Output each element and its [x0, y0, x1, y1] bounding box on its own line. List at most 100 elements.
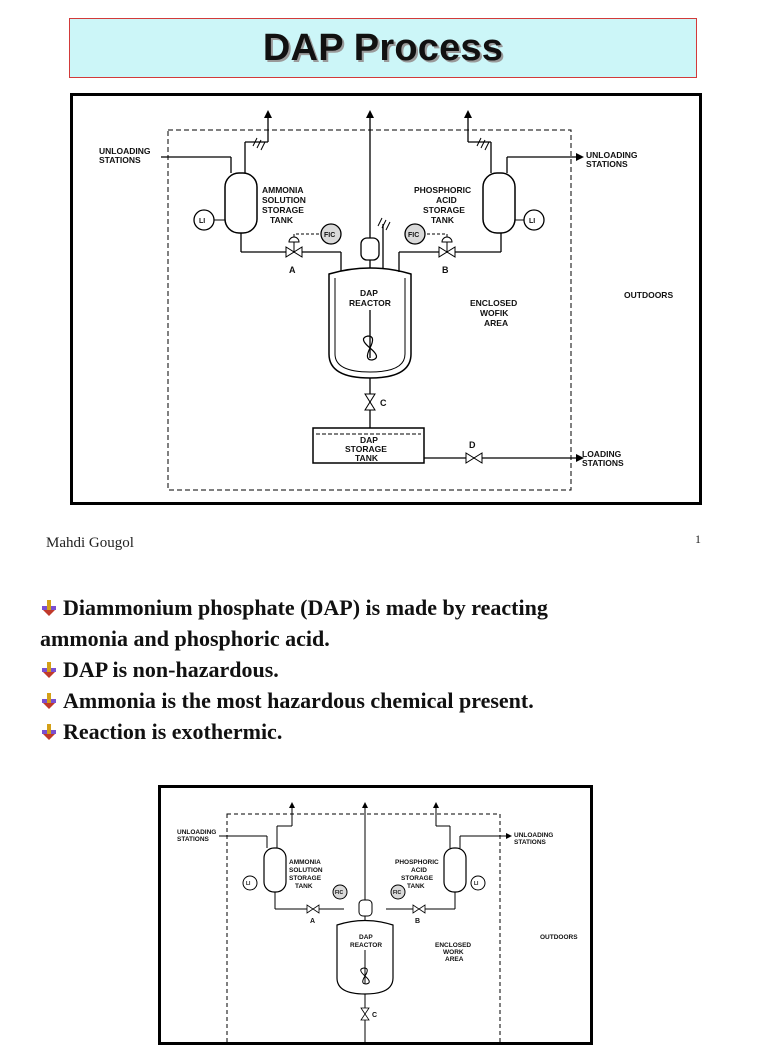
- valve-a-label: A: [289, 265, 296, 275]
- level-indicator-right: [470, 875, 486, 891]
- valve-b-icon: [438, 246, 448, 258]
- unloading-left-label-2: STATIONS: [99, 155, 141, 165]
- valve-b-icon: [412, 904, 420, 914]
- bullet-item: Ammonia is the most hazardous chemical p…: [40, 685, 740, 716]
- valve-b-icon: [446, 246, 456, 258]
- bullet-item: Diammonium phosphate (DAP) is made by re…: [40, 592, 740, 623]
- li-label-left: LI: [246, 881, 251, 887]
- ammonia-tank-label-3: STORAGE: [289, 875, 322, 882]
- valve-c-label: C: [372, 1012, 377, 1019]
- down-arrow-bullet-icon: [42, 693, 56, 709]
- process-diagram-svg: UNLOADING STATIONS AMMONIA SOLUTION STOR…: [99, 110, 673, 491]
- ammonia-tank-label-2: SOLUTION: [289, 867, 323, 874]
- valve-d-icon: [473, 452, 483, 464]
- valve-a-icon: [306, 904, 314, 914]
- valve-c-icon: [360, 1013, 370, 1021]
- arrow-right-icon: [506, 833, 512, 839]
- bullet-list: Diammonium phosphate (DAP) is made by re…: [40, 592, 740, 747]
- bullet-item: DAP is non-hazardous.: [40, 654, 740, 685]
- valve-a-label: A: [310, 918, 315, 925]
- arrow-up-icon: [289, 802, 295, 808]
- phosphoric-tank-label: PHOSPHORIC: [395, 859, 439, 866]
- down-arrow-bullet-icon: [42, 600, 56, 616]
- bullet-text: Ammonia is the most hazardous chemical p…: [63, 688, 534, 713]
- loading-label: LOADING: [582, 449, 622, 459]
- level-indicator-left: [242, 875, 258, 891]
- phosphoric-acid-tank: [482, 172, 516, 234]
- arrow-up-icon: [464, 110, 472, 118]
- storage-tank-label-2: STORAGE: [345, 444, 387, 454]
- enclosed-area-label-2: WOFIK: [480, 308, 509, 318]
- bullet-item: Reaction is exothermic.: [40, 716, 740, 747]
- ammonia-tank-label: AMMONIA: [289, 859, 321, 866]
- phosphoric-tank-label-3: STORAGE: [423, 205, 465, 215]
- flow-controller-right: [404, 223, 426, 245]
- ammonia-tank-label-4: TANK: [295, 883, 313, 890]
- enclosed-area-boundary: [226, 813, 501, 1042]
- unloading-right-label: UNLOADING: [586, 150, 638, 160]
- li-label-right: LI: [529, 218, 535, 225]
- author-name: Mahdi Gougol: [46, 535, 134, 551]
- outdoors-label: OUTDOORS: [624, 290, 673, 300]
- phosphoric-tank-label-4: TANK: [431, 215, 455, 225]
- valve-b-label: B: [442, 265, 449, 275]
- flow-controller-left: [332, 884, 348, 900]
- reactor-label: DAP: [360, 288, 378, 298]
- hatch-icon: [476, 137, 490, 151]
- li-label-left: LI: [199, 218, 205, 225]
- impeller-icon: [362, 335, 378, 361]
- enclosed-area-label-3: AREA: [484, 318, 508, 328]
- unloading-left-label-2: STATIONS: [177, 836, 210, 843]
- reactor-label: DAP: [359, 934, 373, 941]
- actuator-icon: [441, 236, 453, 243]
- valve-b-label: B: [415, 918, 420, 925]
- fic-label-right: FIC: [408, 232, 419, 239]
- arrow-up-icon: [433, 802, 439, 808]
- storage-tank-label: DAP: [360, 435, 378, 445]
- valve-c-icon: [360, 1007, 370, 1015]
- valve-c-label: C: [380, 398, 387, 408]
- ammonia-tank: [224, 172, 258, 234]
- enclosed-area-label: ENCLOSED: [470, 298, 517, 308]
- hatch-icon: [377, 217, 391, 231]
- page-number: 1: [695, 532, 701, 546]
- actuator-icon: [288, 236, 300, 243]
- fic-label-left: FIC: [335, 890, 343, 896]
- outdoors-label: OUTDOORS: [540, 934, 578, 941]
- valve-b-icon: [418, 904, 426, 914]
- valve-c-icon: [364, 401, 376, 411]
- agitator-motor: [358, 899, 373, 917]
- enclosed-area-label-2: WORK: [443, 949, 464, 956]
- reactor-label-2: REACTOR: [349, 298, 391, 308]
- flow-controller-left: [320, 223, 342, 245]
- reactor-label-2: REACTOR: [350, 942, 382, 949]
- fic-label-right: FIC: [393, 890, 401, 896]
- valve-a-icon: [293, 246, 303, 258]
- impeller-icon: [360, 967, 370, 985]
- unloading-left-label: UNLOADING: [177, 829, 216, 836]
- bullet-text: DAP is non-hazardous.: [63, 657, 279, 682]
- valve-c-icon: [364, 393, 376, 403]
- loading-label-2: STATIONS: [582, 458, 624, 468]
- hatch-icon: [252, 137, 266, 151]
- process-diagram-repeat: UNLOADING STATIONS AMMONIA SOLUTION STOR…: [158, 785, 593, 1045]
- ammonia-tank-label: AMMONIA: [262, 185, 304, 195]
- phosphoric-tank-label-3: STORAGE: [401, 875, 434, 882]
- down-arrow-bullet-icon: [42, 724, 56, 740]
- unloading-right-label: UNLOADING: [514, 832, 553, 839]
- valve-a-icon: [312, 904, 320, 914]
- enclosed-area-label: ENCLOSED: [435, 942, 471, 949]
- process-diagram-repeat-svg: UNLOADING STATIONS AMMONIA SOLUTION STOR…: [177, 802, 578, 1042]
- phosphoric-tank-label-2: ACID: [411, 867, 427, 874]
- valve-d-icon: [465, 452, 475, 464]
- signal-line: [426, 233, 448, 237]
- unloading-right-label-2: STATIONS: [586, 159, 628, 169]
- dap-storage-tank: [312, 427, 425, 464]
- phosphoric-tank-label: PHOSPHORIC: [414, 185, 471, 195]
- process-diagram: UNLOADING STATIONS AMMONIA SOLUTION STOR…: [70, 93, 702, 505]
- fic-label-left: FIC: [324, 232, 335, 239]
- ammonia-tank: [263, 847, 287, 893]
- arrow-right-icon: [576, 454, 584, 462]
- bullet-text-continued: ammonia and phosphoric acid.: [40, 626, 330, 651]
- bullet-text: Diammonium phosphate (DAP) is made by re…: [63, 595, 548, 620]
